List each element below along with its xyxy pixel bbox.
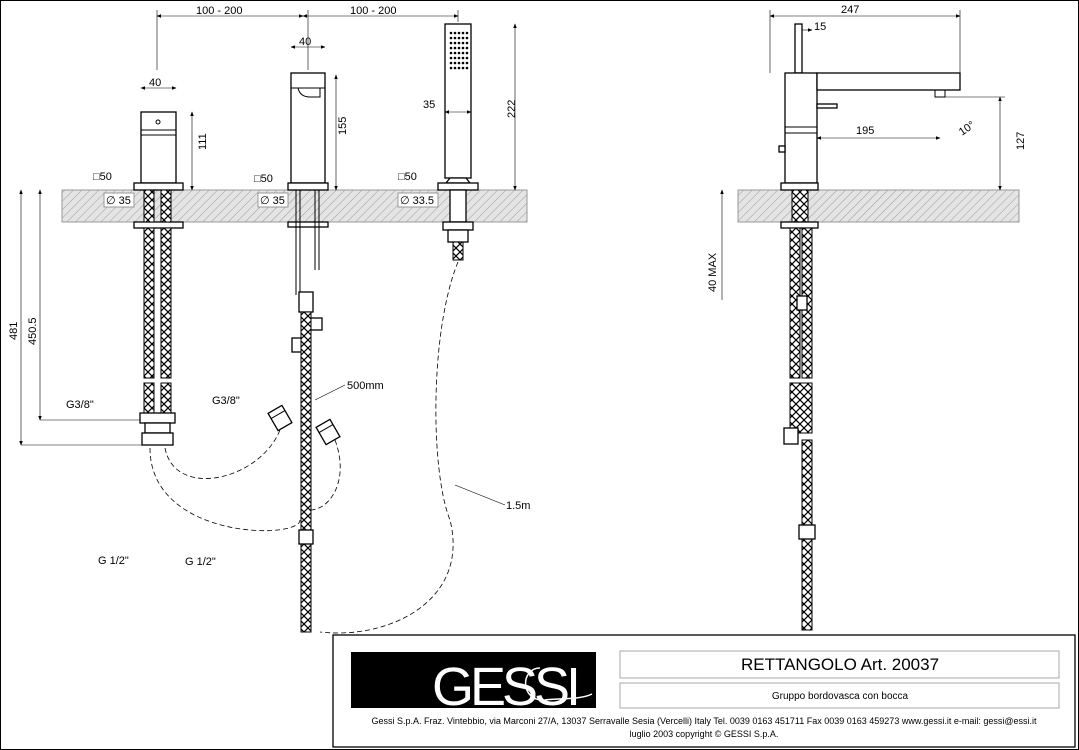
dim-spout-height: 155 xyxy=(337,117,349,135)
hose-connector-right xyxy=(315,418,341,446)
dim-shower-width: 35 xyxy=(423,99,435,111)
label-inlet-right: G 1/2" xyxy=(185,556,216,568)
label-conn-right: G3/8" xyxy=(212,395,240,407)
dim-valve-base: □50 xyxy=(93,171,112,183)
label-conn-left: G3/8" xyxy=(66,399,94,411)
logo-text: GESSI xyxy=(432,657,577,717)
dim-deck-max: 40 MAX xyxy=(707,252,719,292)
bath-spout xyxy=(287,72,329,633)
dim-lever-reach: 195 xyxy=(856,125,874,137)
product-title: RETTANGOLO Art. 20037 xyxy=(741,655,939,674)
copyright: luglio 2003 copyright © GESSI S.p.A. xyxy=(630,729,779,739)
company-address: Gessi S.p.A. Fraz. Vintebbio, via Marcon… xyxy=(372,716,1037,726)
dim-hose-depth: 450.5 xyxy=(27,317,39,345)
dim-side-height: 127 xyxy=(1015,132,1027,150)
dim-angle: 10° xyxy=(957,119,978,138)
title-block: GESSI RETTANGOLO Art. 20037 Gruppo bordo… xyxy=(332,634,1076,748)
dim-spout-thickness: 15 xyxy=(814,21,826,33)
dim-shower-base: □50 xyxy=(398,171,417,183)
shower-hose-path xyxy=(319,261,459,634)
dim-shower-hole: ∅ 33.5 xyxy=(400,195,434,207)
dim-spout-base: □50 xyxy=(254,173,273,185)
deck-section-side xyxy=(737,189,1020,223)
hand-shower xyxy=(437,23,479,261)
dimension-lines xyxy=(19,10,1005,506)
product-description: Gruppo bordovasca con bocca xyxy=(772,691,909,702)
dim-spacing-right: 100 - 200 xyxy=(350,5,396,17)
label-hose-long: 1.5m xyxy=(506,500,530,512)
dim-spacing-left: 100 - 200 xyxy=(196,5,242,17)
side-view xyxy=(778,23,961,631)
dim-shower-height: 222 xyxy=(506,100,518,118)
label-inlet-left: G 1/2" xyxy=(98,555,129,567)
hose-connector-left xyxy=(267,404,293,432)
dim-valve-hole: ∅ 35 xyxy=(106,195,131,207)
cold-hose-path xyxy=(164,429,281,479)
spout-hose-path xyxy=(309,439,341,511)
label-hose-short: 500mm xyxy=(347,380,384,392)
hot-hose-path xyxy=(149,447,301,532)
dim-valve-height: 111 xyxy=(197,133,209,150)
dim-spout-hole: ∅ 35 xyxy=(260,195,285,207)
dim-valve-width: 40 xyxy=(149,77,161,89)
dim-total-depth: 481 xyxy=(8,322,20,340)
dim-spout-width: 40 xyxy=(299,36,311,48)
dim-spout-reach: 247 xyxy=(841,4,859,16)
mixer-valve xyxy=(133,111,184,446)
